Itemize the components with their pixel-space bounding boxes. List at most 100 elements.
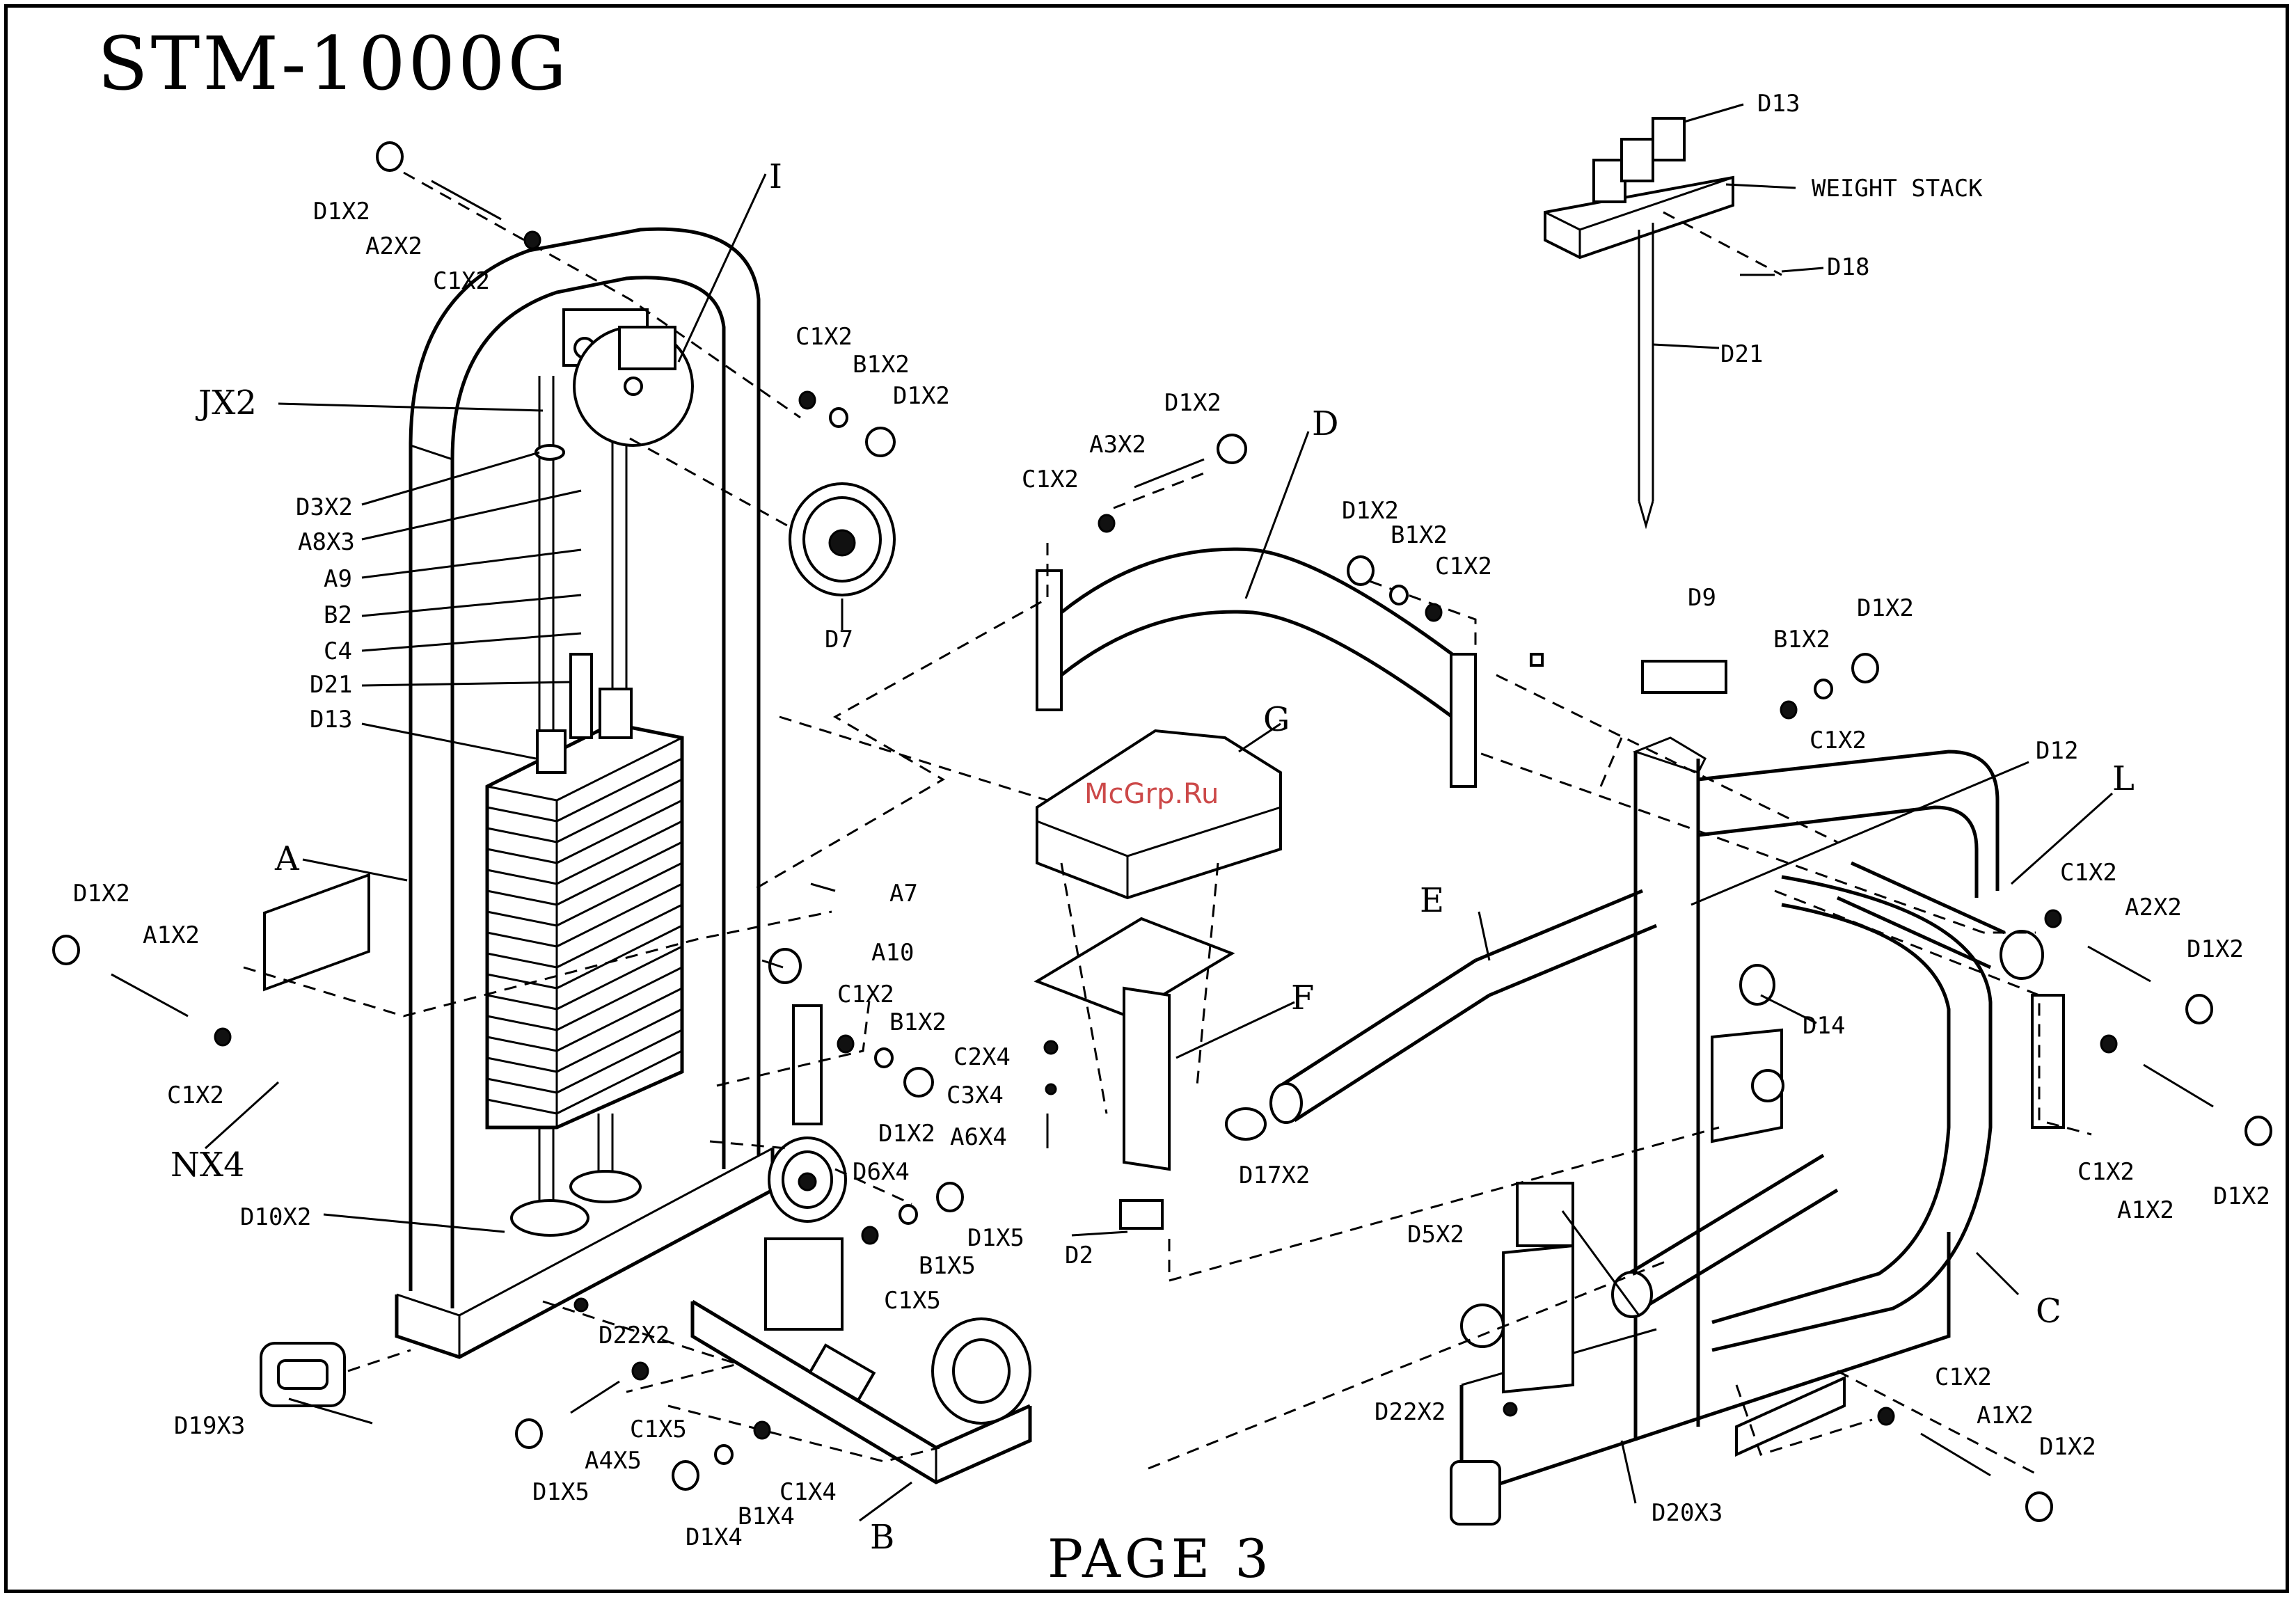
label-d18: D18 <box>1827 253 1869 281</box>
label-c1x2-pulley: C1X2 <box>795 323 853 351</box>
label-c: C <box>2036 1292 2061 1331</box>
weight-stack-plates <box>485 722 684 1130</box>
model-title: STM-1000G <box>97 21 570 106</box>
label-d12: D12 <box>2036 737 2078 765</box>
leg-bar-l <box>1836 861 2044 980</box>
bracket-d5 <box>1516 1182 1574 1247</box>
label-c2x4: C2X4 <box>953 1043 1011 1071</box>
label-a9: A9 <box>324 565 352 593</box>
seat-post-f <box>1034 917 1235 1230</box>
label-c1x2-arm: C1X2 <box>1022 466 1079 493</box>
pulley-bracket-right <box>1711 1028 1784 1143</box>
label-c1x2-left: C1X2 <box>167 1082 224 1109</box>
foot-cap-d19 <box>260 1342 346 1407</box>
label-d1x2-left: D1X2 <box>73 880 130 908</box>
watermark-text: McGrp.Ru <box>1084 778 1219 810</box>
label-weight-stack: WEIGHT STACK <box>1812 175 1983 203</box>
label-c1x4: C1X4 <box>779 1478 837 1506</box>
page-border <box>4 4 2289 1593</box>
label-c1x2-arm2: C1X2 <box>1435 553 1492 580</box>
label-d13-top: D13 <box>1757 90 1800 118</box>
label-c1x2-top: C1X2 <box>433 267 490 295</box>
label-a2x2-far: A2X2 <box>2125 894 2182 921</box>
top-pulley-i <box>573 326 694 447</box>
label-jx2: JX2 <box>195 383 257 422</box>
guide-rods <box>510 376 642 1237</box>
base-frame-b <box>690 1237 1032 1484</box>
label-d9: D9 <box>1688 584 1716 612</box>
label-l: L <box>2112 759 2135 798</box>
label-a7: A7 <box>889 880 918 908</box>
label-a3x2: A3X2 <box>1089 431 1146 459</box>
pulley-d6x4 <box>768 1136 847 1223</box>
label-d22x2-left: D22X2 <box>599 1322 670 1349</box>
label-b: B <box>870 1518 894 1557</box>
label-d2: D2 <box>1065 1242 1093 1269</box>
arm-assembly-d <box>1036 547 1477 788</box>
label-d1x2-right: D1X2 <box>1857 594 1914 622</box>
pulley-d7 <box>789 482 896 596</box>
label-c1x2-far2: C1X2 <box>2077 1158 2135 1186</box>
label-d22x2-right: D22X2 <box>1375 1398 1446 1426</box>
label-b1x2-mid: B1X2 <box>889 1008 947 1036</box>
label-c1x2-mid: C1X2 <box>837 981 894 1008</box>
label-nx4: NX4 <box>171 1146 245 1185</box>
label-a1x2-far: A1X2 <box>2117 1196 2174 1224</box>
side-plate-bottom <box>1735 1375 1846 1457</box>
label-d: D <box>1312 404 1338 443</box>
cap-d9 <box>1641 660 1727 694</box>
weight-stack-top-assembly <box>1544 117 1775 530</box>
label-d1x2-arm2: D1X2 <box>1342 497 1399 525</box>
label-d6x4: D6X4 <box>853 1158 910 1186</box>
side-plate-right <box>2031 994 2065 1129</box>
label-d14: D14 <box>1803 1012 1845 1040</box>
label-d1x2-mid: D1X2 <box>878 1120 935 1148</box>
label-i: I <box>769 157 782 196</box>
label-c4: C4 <box>324 637 352 665</box>
label-d7: D7 <box>825 626 853 654</box>
leg-extension-bar-e <box>1225 889 1657 1141</box>
seat-pad-g <box>1036 729 1282 900</box>
label-c1x5-right: C1X5 <box>884 1287 941 1315</box>
label-a6x4: A6X4 <box>950 1123 1007 1151</box>
label-d1x2-arm: D1X2 <box>1164 389 1221 417</box>
seat-bracket <box>1502 1244 1574 1394</box>
part-labels: D1X2 A2X2 C1X2 I JX2 C1X2 B1X2 D1X2 D3X2… <box>73 90 2270 1557</box>
label-d5x2: D5X2 <box>1407 1221 1464 1249</box>
label-b1x2-arm2: B1X2 <box>1391 521 1448 549</box>
label-a10: A10 <box>871 939 914 967</box>
label-d1x2-far: D1X2 <box>2187 935 2244 963</box>
leader-lines <box>204 103 2114 1522</box>
label-d1x2-bottom: D1X2 <box>2039 1433 2096 1461</box>
label-b1x5: B1X5 <box>919 1252 976 1280</box>
label-a1x2-left: A1X2 <box>143 921 200 949</box>
label-d19x3: D19X3 <box>174 1412 245 1440</box>
label-a: A <box>274 839 300 878</box>
label-f: F <box>1291 979 1314 1017</box>
label-d21-top: D21 <box>1720 340 1763 368</box>
label-d20x3: D20X3 <box>1652 1499 1723 1527</box>
label-b2: B2 <box>324 601 352 629</box>
label-b1x4: B1X4 <box>738 1503 795 1530</box>
label-d1x2-far2: D1X2 <box>2213 1182 2270 1210</box>
label-g: G <box>1263 700 1290 739</box>
fastener-hardware <box>52 141 2272 1522</box>
label-c1x5-left: C1X5 <box>630 1416 687 1443</box>
label-d13-left: D13 <box>310 706 352 734</box>
label-d1x2-pulley: D1X2 <box>893 382 950 410</box>
page-number: PAGE 3 <box>1047 1528 1273 1590</box>
label-c1x2-right: C1X2 <box>1810 727 1867 754</box>
label-d3x2: D3X2 <box>296 493 353 521</box>
label-e: E <box>1420 881 1444 920</box>
label-a8x3: A8X3 <box>298 528 355 556</box>
plate-nx4 <box>263 873 370 992</box>
label-c1x2-far: C1X2 <box>2060 859 2117 887</box>
label-c1x2-bottom: C1X2 <box>1935 1363 1992 1391</box>
label-d1x2-top: D1X2 <box>313 198 370 225</box>
roller-d14 <box>1739 964 1775 1006</box>
label-d1x5-left: D1X5 <box>532 1478 589 1506</box>
label-d10x2: D10X2 <box>240 1203 311 1231</box>
label-a2x2-top: A2X2 <box>365 232 422 260</box>
